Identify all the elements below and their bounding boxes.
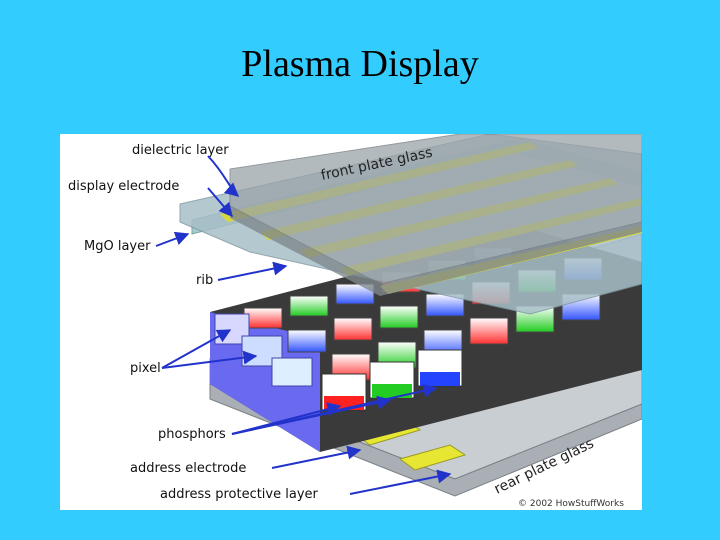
label-dielectric-layer: dielectric layer [132, 143, 229, 158]
label-rib: rib [196, 273, 213, 288]
plasma-display-illustration: front plate glass rear plate glass diele… [68, 134, 642, 509]
label-mgo-layer: MgO layer [84, 239, 151, 254]
label-display-electrode: display electrode [68, 179, 179, 194]
slide-title: Plasma Display [241, 43, 479, 85]
label-address-electrode: address electrode [130, 461, 246, 476]
callout-arrows [155, 155, 452, 495]
label-pixel: pixel [130, 361, 161, 376]
plasma-display-diagram: front plate glass rear plate glass diele… [60, 134, 642, 510]
label-address-protective-layer: address protective layer [160, 487, 319, 502]
label-phosphors: phosphors [158, 427, 226, 442]
rear-plate-glass-edge [209, 383, 642, 497]
front-plate-glass-edge [230, 206, 642, 296]
copyright-notice: © 2002 HowStuffWorks [518, 499, 624, 509]
